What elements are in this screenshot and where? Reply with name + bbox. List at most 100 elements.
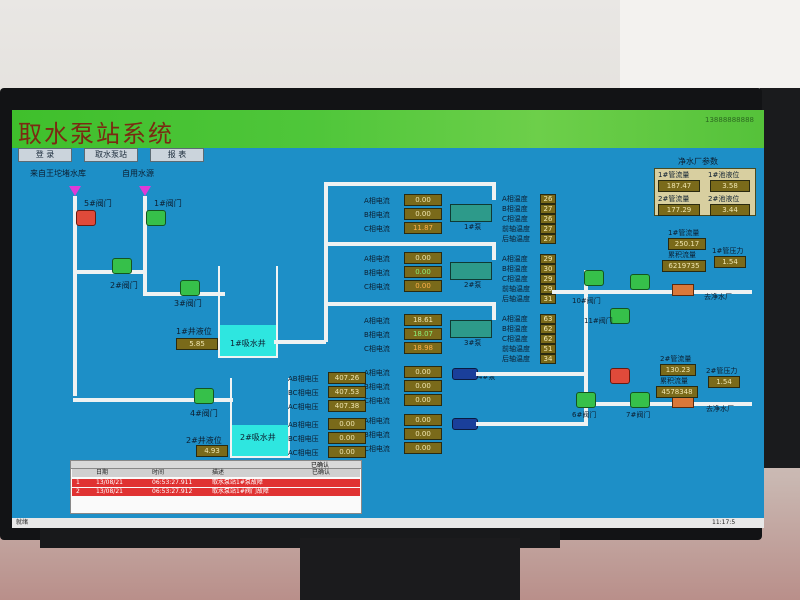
- pump-1-b-label: B相电流: [364, 211, 390, 219]
- pipe: [324, 302, 494, 306]
- plant-2-level-label: 2#池液位: [708, 195, 740, 203]
- valve-4-icon[interactable]: [194, 388, 214, 404]
- valve-6-icon[interactable]: [576, 392, 596, 408]
- pump-3-c-label: C相电流: [364, 345, 390, 353]
- pump-4-a-value: 0.00: [404, 366, 442, 378]
- pipe-2-total-value: 4578348: [656, 386, 698, 398]
- pump-2-name: 2#泵: [464, 281, 482, 289]
- valve-5-icon[interactable]: [76, 210, 96, 226]
- pump-temperature-label: B相温度: [502, 205, 528, 213]
- valve-11-label: 11#阀门: [584, 317, 613, 325]
- header-info: 13888888888: [705, 116, 754, 125]
- pump-temperature-label: 后轴温度: [502, 295, 530, 303]
- valve-2-icon[interactable]: [112, 258, 132, 274]
- pump-temperature-value: 30: [540, 264, 556, 274]
- upper-bc-voltage-label: BC相电压: [288, 389, 319, 397]
- pipe: [492, 182, 496, 200]
- plant-1-level-label: 1#池液位: [708, 171, 740, 179]
- pipe-1-pressure-label: 1#管压力: [712, 247, 744, 255]
- valve-4-label: 4#阀门: [190, 409, 218, 418]
- pump-4-c-label: C相电流: [364, 397, 390, 405]
- pump-1-motor-icon[interactable]: [450, 204, 492, 222]
- lower-bc-voltage-value: 0.00: [328, 432, 366, 444]
- pump-temperature-value: 27: [540, 234, 556, 244]
- pump-3-b-value: 18.07: [404, 328, 442, 340]
- pump-1-a-value: 0.00: [404, 194, 442, 206]
- pipe: [584, 402, 752, 406]
- report-button[interactable]: 报 表: [150, 148, 204, 162]
- adjacent-monitor: [760, 88, 800, 468]
- pump-2-b-label: B相电流: [364, 269, 390, 277]
- lower-ab-voltage-label: AB相电压: [288, 421, 319, 429]
- pipe: [552, 290, 752, 294]
- pipe-2-pressure-label: 2#管压力: [706, 367, 738, 375]
- inflow-arrow-icon: [69, 186, 81, 196]
- pump-2-motor-icon[interactable]: [450, 262, 492, 280]
- login-button[interactable]: 登 录: [18, 148, 72, 162]
- valve-7b-icon[interactable]: [630, 392, 650, 408]
- alarm-row[interactable]: 1 13/08/21 06:53:27.911 取水泵站1#泵故障: [72, 479, 360, 487]
- well-2-level-value: 4.93: [196, 445, 228, 457]
- valve-6-label: 6#阀门: [572, 411, 597, 419]
- alarm-description: 取水泵站1#泵故障: [212, 479, 263, 486]
- scada-screen: 取水泵站系统 13888888888 登 录 取水泵站 报 表 来自王坨堵水库 …: [12, 110, 764, 528]
- inflow-arrow-icon: [139, 186, 151, 196]
- pump-2-c-value: 0.00: [404, 280, 442, 292]
- alarm-panel: 日期 时间 描述 已确认 1 13/08/21 06:53:27.911 取水泵…: [70, 468, 362, 514]
- pump-temperature-label: A相温度: [502, 255, 528, 263]
- pump-temperature-label: 前轴温度: [502, 285, 530, 293]
- pump-temperature-value: 27: [540, 224, 556, 234]
- pipe: [324, 242, 494, 246]
- pump-temperature-value: 26: [540, 194, 556, 204]
- pump-temperature-value: 29: [540, 254, 556, 264]
- plant-1-flow-label: 1#管流量: [658, 171, 690, 179]
- pump-4-a-label: A相电流: [364, 369, 390, 377]
- pipe-2-destination: 去净水厂: [706, 405, 734, 413]
- plant-1-flow-value: 187.47: [658, 180, 700, 192]
- pump-temperature-label: 前轴温度: [502, 345, 530, 353]
- pipe-2-pressure-value: 1.54: [708, 376, 740, 388]
- pump-4-icon[interactable]: [452, 368, 478, 380]
- pipe-1-total-label: 累积流量: [668, 251, 696, 259]
- lower-ac-voltage-label: AC相电压: [288, 449, 319, 457]
- valve-1-icon[interactable]: [146, 210, 166, 226]
- pump-3-b-label: B相电流: [364, 331, 390, 339]
- pump-5-a-value: 0.00: [404, 414, 442, 426]
- status-bar: 就绪 11:17:5: [12, 518, 764, 528]
- alarm-date: 13/08/21: [96, 488, 123, 495]
- alarm-row[interactable]: 2 13/08/21 06:53:27.912 取水泵站1#阀门故障: [72, 488, 360, 496]
- well-1: [218, 266, 278, 358]
- pump-3-a-label: A相电流: [364, 317, 390, 325]
- valve-7-icon[interactable]: [630, 274, 650, 290]
- pipe-2-flow-label: 2#管流量: [660, 355, 692, 363]
- alarm-index: 2: [76, 488, 80, 495]
- valve-red-icon[interactable]: [610, 368, 630, 384]
- valve-3-icon[interactable]: [180, 280, 200, 296]
- alarm-time: 06:53:27.911: [152, 479, 193, 486]
- pump-3-a-value: 18.61: [404, 314, 442, 326]
- pump-4-b-label: B相电流: [364, 383, 390, 391]
- pump-temperature-value: 63: [540, 314, 556, 324]
- pump-temperature-label: A相温度: [502, 315, 528, 323]
- pump-5-a-label: A相电流: [364, 417, 390, 425]
- pipe: [274, 340, 326, 344]
- pump-5-icon[interactable]: [452, 418, 478, 430]
- pump-temperature-value: 29: [540, 274, 556, 284]
- well-2-water: [232, 425, 288, 456]
- valve-5-label: 5#阀门: [84, 199, 112, 208]
- alarm-col-date: 日期: [96, 469, 109, 476]
- pipe-1-flowmeter-icon: [672, 284, 694, 296]
- source-left-label: 来自王坨堵水库: [30, 169, 86, 178]
- valve-11-icon[interactable]: [610, 308, 630, 324]
- valve-10-icon[interactable]: [584, 270, 604, 286]
- valve-1-label: 1#阀门: [154, 199, 182, 208]
- pump-temperature-value: 51: [540, 344, 556, 354]
- pump-3-motor-icon[interactable]: [450, 320, 492, 338]
- pump-4-name: 4#泵: [478, 373, 496, 381]
- pump-station-button[interactable]: 取水泵站: [84, 148, 138, 162]
- upper-ac-voltage-value: 407.38: [328, 400, 366, 412]
- pump-temperature-value: 27: [540, 204, 556, 214]
- plant-1-level-value: 3.58: [710, 180, 750, 192]
- pump-1-a-label: A相电流: [364, 197, 390, 205]
- pump-3-c-value: 18.98: [404, 342, 442, 354]
